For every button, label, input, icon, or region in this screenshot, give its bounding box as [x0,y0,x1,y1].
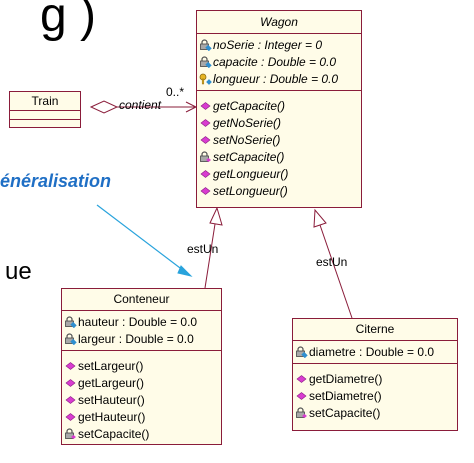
locked-operation-icon [64,427,77,440]
class-train-operations [10,120,80,128]
inheritance-line-citerne [319,224,353,319]
member-row[interactable]: setLargeur() [64,357,221,374]
lock-attribute-icon [64,315,77,328]
member-text: capacite : Double = 0.0 [213,54,337,69]
member-row[interactable]: getDiametre() [295,370,457,387]
member-text: longueur : Double = 0.0 [213,71,339,86]
member-text: getDiametre() [309,371,383,386]
lock-attribute-icon [64,332,77,345]
class-conteneur-name: Conteneur [62,289,221,311]
inheritance-line-conteneur [204,223,216,289]
public-operation-icon [295,373,308,385]
class-wagon-name: Wagon [197,11,361,34]
association-label: contient [119,98,162,112]
member-text: getCapacite() [213,98,286,113]
lock-attribute-icon [199,55,212,68]
inheritance-triangle-conteneur [209,206,223,226]
class-wagon-attributes: noSerie : Integer = 0 capacite : Double =… [197,34,361,91]
member-text: getLongueur() [213,166,289,181]
member-row[interactable]: getNoSerie() [199,114,361,131]
member-row[interactable]: setCapacite() [295,404,457,421]
generalisation-label: énéralisation [0,171,112,191]
key-attribute-icon [199,73,212,85]
member-row[interactable]: getLongueur() [199,165,361,182]
public-operation-icon [199,185,212,197]
member-text: setCapacite() [213,149,285,164]
member-row[interactable]: getCapacite() [199,97,361,114]
member-text: diametre : Double = 0.0 [309,344,435,359]
member-row[interactable]: noSerie : Integer = 0 [199,36,361,53]
lock-attribute-icon [199,38,212,51]
member-text: setDiametre() [309,388,382,403]
public-operation-icon [199,117,212,129]
class-wagon-operations: getCapacite() getNoSerie() setNoSerie() set… [197,91,361,202]
annotation-arrowhead [177,265,193,277]
member-row[interactable]: capacite : Double = 0.0 [199,53,361,70]
class-citerne[interactable]: Citerne diametre : Double = 0.0 getDiame… [292,318,458,431]
public-operation-icon [64,394,77,406]
class-conteneur-operations: setLargeur() getLargeur() setHauteur() getH… [62,351,221,445]
member-row[interactable]: getLargeur() [64,374,221,391]
class-train-attributes [10,111,80,120]
member-text: getNoSerie() [213,115,282,130]
locked-operation-icon [199,150,212,163]
member-row[interactable]: longueur : Double = 0.0 [199,70,361,87]
member-text: setCapacite() [78,426,150,441]
member-row[interactable]: setHauteur() [64,391,221,408]
lock-attribute-icon [295,345,308,358]
class-citerne-operations: getDiametre() setDiametre() setCapacite() [293,364,457,424]
member-row[interactable]: setDiametre() [295,387,457,404]
public-operation-icon [64,377,77,389]
member-text: getHauteur() [78,409,146,424]
public-operation-icon [199,100,212,112]
class-conteneur-attributes: hauteur : Double = 0.0 largeur : Double =… [62,311,221,351]
public-operation-icon [295,390,308,402]
public-operation-icon [199,168,212,180]
member-text: setHauteur() [78,392,145,407]
association-diamond [89,100,119,114]
member-text: setCapacite() [309,405,381,420]
member-text: setLongueur() [213,183,288,198]
class-citerne-attributes: diametre : Double = 0.0 [293,341,457,364]
heading-fragment: g ) [40,0,97,42]
member-text: largeur : Double = 0.0 [78,331,194,346]
class-citerne-name: Citerne [293,319,457,341]
member-row[interactable]: getHauteur() [64,408,221,425]
class-train[interactable]: Train [9,91,81,128]
member-row[interactable]: hauteur : Double = 0.0 [64,313,221,330]
member-text: noSerie : Integer = 0 [213,37,323,52]
public-operation-icon [64,360,77,372]
member-text: getLargeur() [78,375,145,390]
class-conteneur[interactable]: Conteneur hauteur : Double = 0.0 largeur … [61,288,222,445]
member-row[interactable]: setCapacite() [64,425,221,442]
member-text: setNoSerie() [213,132,281,147]
member-row[interactable]: setLongueur() [199,182,361,199]
inheritance-triangle-citerne [313,208,327,228]
member-row[interactable]: setNoSerie() [199,131,361,148]
member-row[interactable]: largeur : Double = 0.0 [64,330,221,347]
member-row[interactable]: setCapacite() [199,148,361,165]
annotation-arrow-line [96,204,189,275]
inheritance-label-conteneur: estUn [187,242,219,256]
class-train-name: Train [10,92,80,111]
public-operation-icon [64,411,77,423]
member-text: setLargeur() [78,358,144,373]
class-wagon[interactable]: Wagon noSerie : Integer = 0 capacite : Do… [196,10,362,208]
member-row[interactable]: diametre : Double = 0.0 [295,343,457,360]
member-text: hauteur : Double = 0.0 [78,314,198,329]
locked-operation-icon [295,406,308,419]
inheritance-label-citerne: estUn [316,255,348,269]
side-text-fragment: ue [5,258,32,285]
association-multiplicity: 0..* [166,85,185,99]
public-operation-icon [199,134,212,146]
